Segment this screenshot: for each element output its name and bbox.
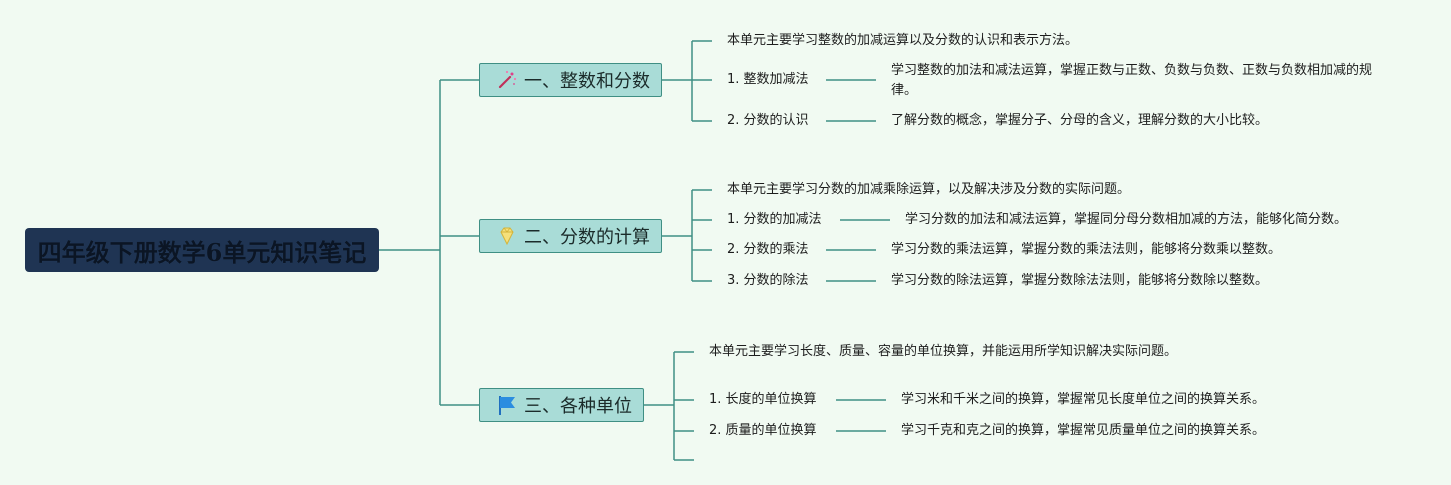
b1-item2-detail: 了解分数的概念，掌握分子、分母的含义，理解分数的大小比较。	[891, 113, 1269, 128]
b1-item1-label[interactable]: 1. 整数加减法	[727, 72, 809, 87]
branch-node-1[interactable]: 一、整数和分数	[479, 63, 662, 97]
b2-item2-label[interactable]: 2. 分数的乘法	[727, 242, 809, 257]
b1-summary: 本单元主要学习整数的加减运算以及分数的认识和表示方法。	[727, 33, 1079, 48]
b3-item2-detail: 学习千克和克之间的换算，掌握常见质量单位之间的换算关系。	[901, 423, 1266, 438]
root-title: 四年级下册数学6单元知识笔记	[37, 237, 367, 267]
b1-item2-label[interactable]: 2. 分数的认识	[727, 113, 809, 128]
branch-title-2: 二、分数的计算	[524, 227, 650, 248]
b2-item1-label[interactable]: 1. 分数的加减法	[727, 212, 822, 227]
flag-icon	[499, 396, 515, 415]
b2-item3-label[interactable]: 3. 分数的除法	[727, 273, 809, 288]
b2-item3-detail: 学习分数的除法运算，掌握分数除法法则，能够将分数除以整数。	[891, 273, 1269, 288]
b1-item1-detail: 学习整数的加法和减法运算，掌握正数与正数、负数与负数、正数与负数相加减的规律。	[891, 63, 1373, 98]
b3-item1-detail: 学习米和千米之间的换算，掌握常见长度单位之间的换算关系。	[901, 392, 1266, 407]
b2-item2-detail: 学习分数的乘法运算，掌握分数的乘法法则，能够将分数乘以整数。	[891, 242, 1282, 257]
branch-title-1: 一、整数和分数	[524, 71, 650, 92]
magic-wand-icon	[498, 70, 517, 89]
branch-title-3: 三、各种单位	[524, 396, 632, 417]
root-node[interactable]: 四年级下册数学6单元知识笔记	[25, 228, 379, 272]
b2-item1-detail: 学习分数的加法和减法运算，掌握同分母分数相加减的方法，能够化简分数。	[905, 212, 1348, 227]
b3-item1-label[interactable]: 1. 长度的单位换算	[709, 392, 817, 407]
b3-summary: 本单元主要学习长度、质量、容量的单位换算，并能运用所学知识解决实际问题。	[709, 344, 1178, 359]
b2-summary: 本单元主要学习分数的加减乘除运算，以及解决涉及分数的实际问题。	[727, 182, 1131, 197]
b3-item2-label[interactable]: 2. 质量的单位换算	[709, 423, 817, 438]
branch-node-3[interactable]: 三、各种单位	[479, 388, 644, 422]
diamond-icon	[500, 227, 514, 246]
branch-node-2[interactable]: 二、分数的计算	[479, 219, 662, 253]
